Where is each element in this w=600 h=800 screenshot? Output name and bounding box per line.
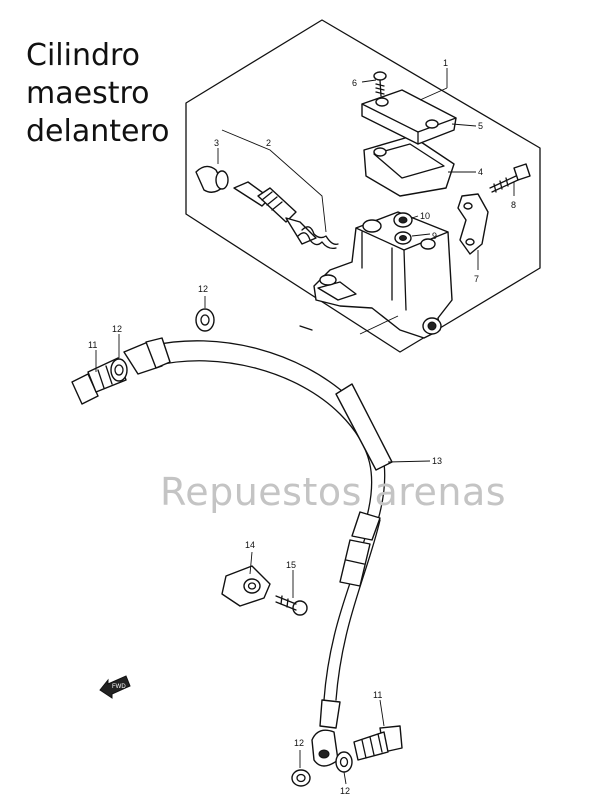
callout-2: 2 (266, 138, 271, 148)
callout-7: 7 (474, 274, 479, 284)
callout-11-upper: 11 (88, 340, 97, 350)
callout-12-d: 12 (340, 786, 350, 796)
assembly-boundary (185, 19, 541, 353)
part-14-hose-clamp (221, 565, 271, 607)
watermark-text: Repuestos arenas (160, 470, 507, 514)
master-cylinder-body (313, 211, 453, 339)
callout-3: 3 (214, 138, 219, 148)
part-5-reservoir-cap (361, 89, 457, 145)
part-12-washer-d (335, 751, 353, 773)
callout-10: 10 (420, 211, 430, 221)
part-3-boot (195, 165, 229, 193)
callout-8: 8 (511, 200, 516, 210)
part-8-bolt (489, 163, 531, 193)
part-12-washer-b (110, 358, 128, 382)
part-6-screw (373, 71, 387, 97)
part-4-diaphragm (363, 135, 455, 197)
callout-4: 4 (478, 167, 483, 177)
part-11-union-bolt-lower (353, 725, 403, 761)
callout-numbers: 1 2 3 4 5 6 7 8 9 10 11 11 12 12 12 12 1… (88, 58, 516, 796)
callout-12-c: 12 (294, 738, 304, 748)
brake-hose (149, 340, 393, 767)
diagram-title-line-2: maestro (26, 76, 150, 111)
callout-11-lower: 11 (373, 690, 382, 700)
fwd-label: FWD (112, 684, 126, 690)
callout-15: 15 (286, 560, 296, 570)
part-2-piston-kit (233, 181, 339, 250)
callout-6: 6 (352, 78, 357, 88)
part-12-washer-c (291, 769, 311, 787)
callout-5: 5 (478, 121, 483, 131)
diagram-title-line-3: delantero (26, 114, 170, 149)
callout-9: 9 (432, 231, 437, 241)
part-15-screw (275, 595, 308, 616)
diagram-title-line-1: Cilindro (26, 38, 141, 73)
part-12-washer-a (195, 308, 215, 332)
part-7-clamp (457, 193, 489, 255)
callout-12-b: 12 (112, 324, 122, 334)
callout-13: 13 (432, 456, 442, 466)
callout-14: 14 (245, 540, 255, 550)
callout-12-a: 12 (198, 284, 208, 294)
callout-leaders (95, 68, 515, 785)
hose-banjo-fitting-upper (123, 337, 171, 375)
callout-1: 1 (443, 58, 448, 68)
fwd-arrow-icon: FWD (99, 675, 131, 699)
